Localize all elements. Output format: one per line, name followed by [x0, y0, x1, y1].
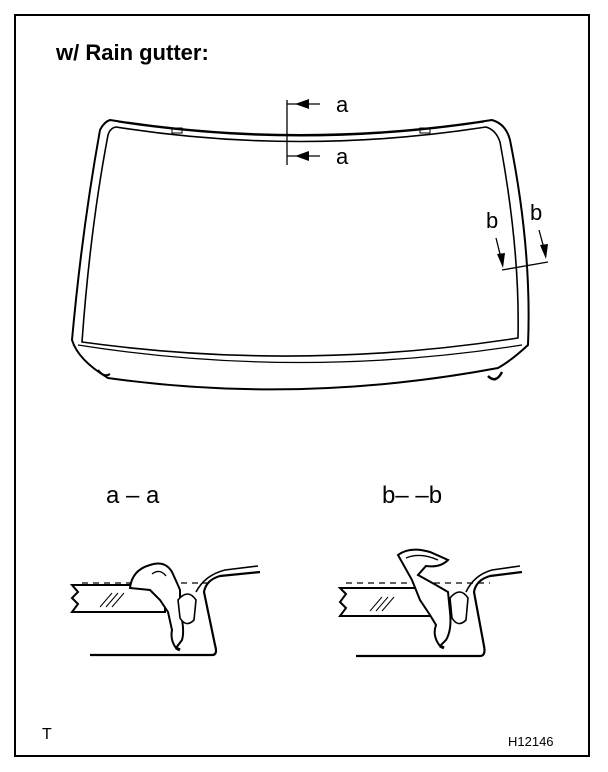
- section-a-label-top: a: [336, 92, 349, 117]
- figure-frame: [14, 14, 590, 757]
- windshield-bottom-molding: [77, 344, 523, 364]
- molding-clip-right: [419, 127, 431, 134]
- section-b-adhesive: [439, 644, 445, 650]
- section-b-glass-hatch-3: [381, 596, 395, 612]
- section-b-clip: [449, 591, 469, 625]
- section-b-gutter-line: [465, 565, 521, 593]
- section-b-label-left: b: [486, 208, 498, 233]
- windshield-top-molding: [117, 121, 485, 137]
- windshield-inner-outline: [81, 126, 519, 357]
- windshield-outer-outline: [70, 118, 530, 391]
- section-b-arrow-left-head: [497, 253, 505, 268]
- section-b-molding-detail: [405, 554, 439, 561]
- section-b-label-right: b: [530, 200, 542, 225]
- section-b-glass-hatch-1: [369, 596, 383, 612]
- corner-mark: T: [42, 726, 52, 743]
- section-a-glass-hatch-1: [99, 592, 113, 608]
- section-a-arrow-bottom-head: [295, 151, 309, 161]
- section-a-gutter-line: [195, 565, 259, 593]
- bottom-bracket-left: [97, 369, 111, 377]
- section-b-b-heading: b– –b: [382, 482, 442, 509]
- section-b-molding: [396, 548, 452, 648]
- section-a-molding-detail: [151, 570, 167, 577]
- section-a-label-bottom: a: [336, 144, 349, 169]
- section-a-molding: [128, 562, 185, 650]
- section-a-arrow-top-head: [295, 99, 309, 109]
- section-a-glass-hatch-2: [105, 592, 119, 608]
- section-a-a-drawing: [69, 562, 261, 657]
- figure-code: H12146: [508, 734, 554, 749]
- section-b-b-drawing: [337, 548, 523, 658]
- section-a-glass-hatch-3: [111, 592, 125, 608]
- section-b-arrow-right-head: [540, 244, 548, 259]
- section-b-body-panel: [356, 570, 523, 658]
- section-b-cut-line: [501, 261, 549, 271]
- section-a-adhesive: [175, 646, 181, 652]
- section-b-glass-hatch-2: [375, 596, 389, 612]
- section-a-clip: [177, 593, 197, 625]
- bottom-bracket-right: [487, 371, 504, 381]
- figure-title: w/ Rain gutter:: [56, 40, 209, 65]
- molding-clip-left: [171, 127, 183, 134]
- section-a-body-panel: [90, 570, 261, 657]
- section-a-a-heading: a – a: [106, 482, 160, 509]
